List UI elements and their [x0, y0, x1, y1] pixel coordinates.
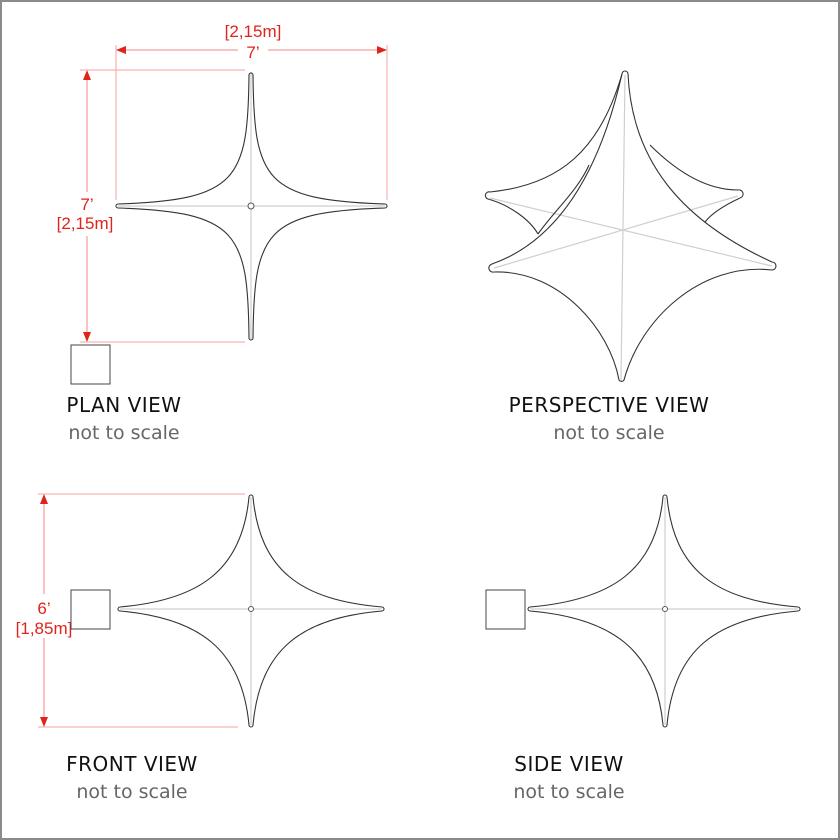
person-scale-box: [70, 589, 111, 630]
arrow-up-icon: [83, 70, 91, 80]
plan-view-drawing: [2,15m] 7’ 7’ [2,15m]: [57, 22, 388, 385]
side-view-title: SIDE VIEW: [514, 752, 623, 776]
front-view-note: not to scale: [76, 781, 187, 803]
front-view-title: FRONT VIEW: [66, 752, 198, 776]
arrow-right-icon: [377, 46, 387, 54]
perspective-view-note: not to scale: [553, 422, 664, 444]
perspective-view-drawing: [484, 70, 777, 382]
plan-view-note: not to scale: [68, 422, 179, 444]
front-height-metric: [1,85m]: [16, 619, 73, 638]
person-scale-box: [70, 344, 111, 385]
arrow-left-icon: [116, 46, 126, 54]
side-view-note: not to scale: [513, 781, 624, 803]
plan-depth-imperial: 7’: [80, 195, 93, 214]
front-view-drawing: 6’ [1,85m]: [16, 493, 385, 728]
plan-width-metric: [2,15m]: [225, 22, 282, 41]
person-scale-box: [485, 589, 526, 630]
arrow-down-icon: [40, 717, 48, 727]
plan-depth-metric: [2,15m]: [57, 214, 114, 233]
plan-width-imperial: 7’: [246, 43, 259, 62]
front-height-imperial: 6’: [37, 599, 50, 618]
side-view-drawing: [485, 494, 801, 728]
arrow-up-icon: [40, 494, 48, 504]
arrow-down-icon: [83, 332, 91, 342]
plan-view-title: PLAN VIEW: [66, 393, 181, 417]
perspective-view-title: PERSPECTIVE VIEW: [509, 393, 710, 417]
